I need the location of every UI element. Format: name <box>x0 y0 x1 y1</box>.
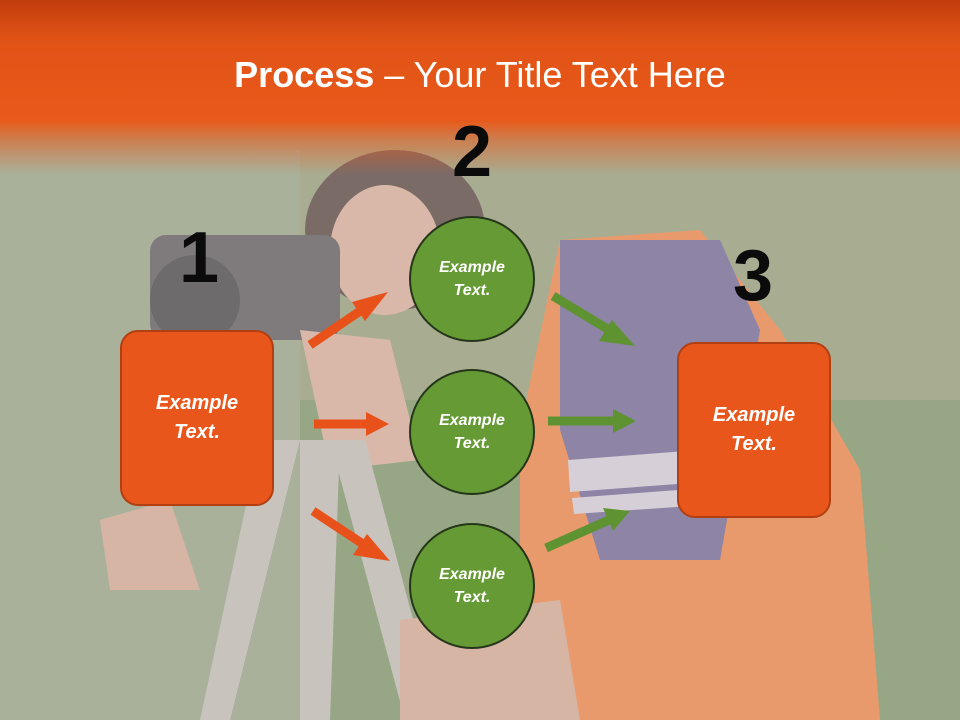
arrow-circle-3-to-3 <box>544 508 630 553</box>
step-1-number: 1 <box>178 218 220 298</box>
arrow-circle-1-to-3 <box>550 292 635 346</box>
title-rest: – Your Title Text Here <box>374 54 726 95</box>
title-bold: Process <box>234 54 375 95</box>
title-band <box>0 0 960 175</box>
step-3-box: Example Text. <box>677 342 831 518</box>
arrow-circle-2-to-3 <box>548 409 636 433</box>
circle-3-text: Example Text. <box>439 566 505 606</box>
step-2-circle-3: Example Text. <box>409 523 535 649</box>
circle-1-text: Example Text. <box>439 259 505 299</box>
step-3-number: 3 <box>732 236 774 316</box>
step-1-text: Example Text. <box>155 392 239 443</box>
step-2-circle-1: Example Text. <box>409 216 535 342</box>
step-1-box: Example Text. <box>120 330 274 506</box>
arrow-1-to-circle-1 <box>307 292 388 349</box>
step-3-text: Example Text. <box>712 404 796 455</box>
step-2-circle-2: Example Text. <box>409 369 535 495</box>
step-2-number: 2 <box>451 112 493 192</box>
page-title: Process – Your Title Text Here <box>0 52 960 98</box>
arrow-1-to-circle-2 <box>314 412 389 436</box>
circle-2-text: Example Text. <box>439 412 505 452</box>
arrow-1-to-circle-3 <box>310 507 390 561</box>
